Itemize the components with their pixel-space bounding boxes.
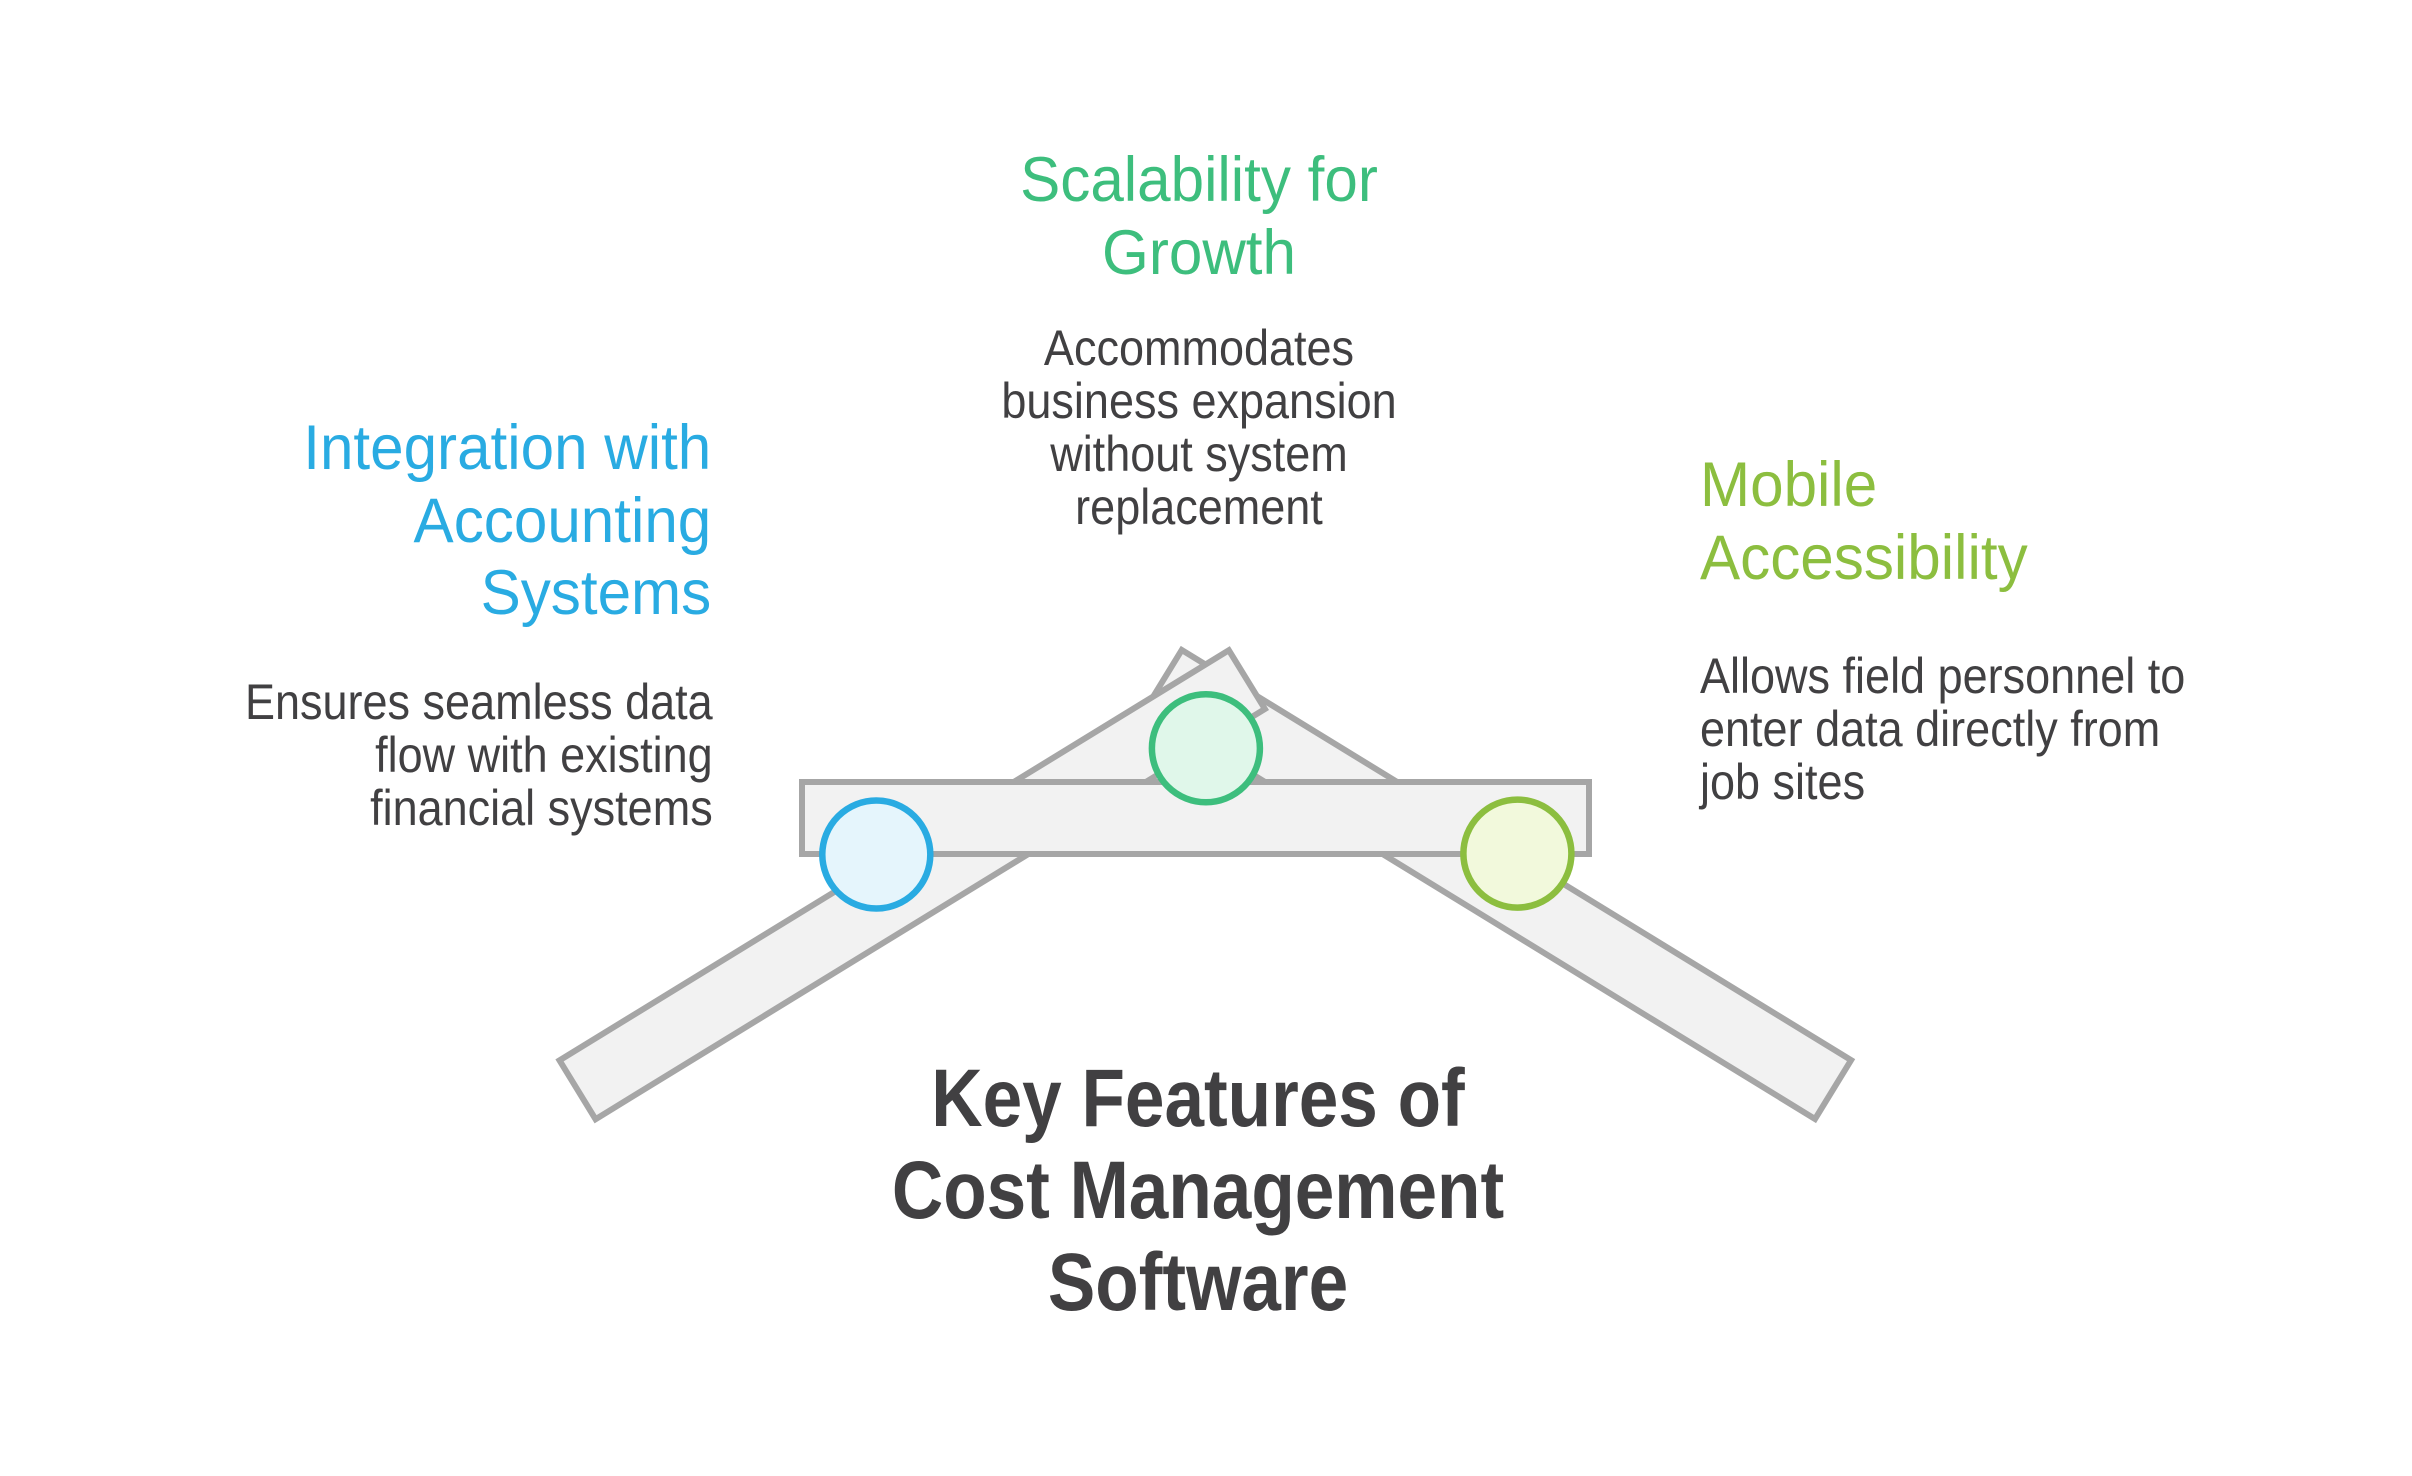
- feature-description-line: job sites: [1700, 754, 1866, 810]
- feature-description-line: Accommodates: [1043, 320, 1355, 376]
- feature-description-line: flow with existing: [375, 727, 713, 783]
- feature-heading-line: Accounting: [413, 485, 711, 556]
- feature-heading-mobile: Mobile Accessibility: [1700, 449, 2028, 594]
- feature-heading-line: Scalability for: [1020, 145, 1378, 215]
- feature-heading-line: Accessibility: [1700, 522, 2028, 593]
- feature-description-line: without system: [1050, 426, 1348, 482]
- scalability-node-circle: [1148, 691, 1264, 806]
- feature-description-mobile: Allows field personnel to enter data dir…: [1700, 650, 2185, 809]
- feature-description-line: Ensures seamless data: [245, 674, 713, 730]
- feature-description-line: financial systems: [370, 780, 713, 836]
- main-title-line: Cost Management: [891, 1145, 1505, 1236]
- feature-heading-scalability: Scalability for Growth: [865, 144, 1534, 289]
- feature-heading-line: Systems: [480, 558, 711, 628]
- feature-description-scalability: Accommodates business expansion without …: [884, 322, 1514, 534]
- feature-description-line: enter data directly from: [1700, 701, 2161, 757]
- feature-heading-line: Integration with: [302, 413, 711, 483]
- feature-heading-integration: Integration with Accounting Systems: [303, 412, 711, 630]
- main-title: Key Features of Cost Management Software: [851, 1053, 1545, 1329]
- feature-description-integration: Ensures seamless data flow with existing…: [245, 676, 713, 835]
- feature-description-line: replacement: [1075, 479, 1323, 535]
- feature-description-line: business expansion: [1001, 373, 1397, 429]
- integration-node-circle: [819, 797, 934, 912]
- feature-description-line: Allows field personnel to: [1700, 648, 2186, 704]
- main-title-line: Key Features of: [931, 1053, 1465, 1144]
- feature-heading-line: Growth: [1102, 217, 1296, 288]
- main-title-line: Software: [1047, 1237, 1349, 1328]
- feature-heading-line: Mobile: [1700, 450, 1878, 520]
- mobile-node-circle: [1460, 796, 1575, 911]
